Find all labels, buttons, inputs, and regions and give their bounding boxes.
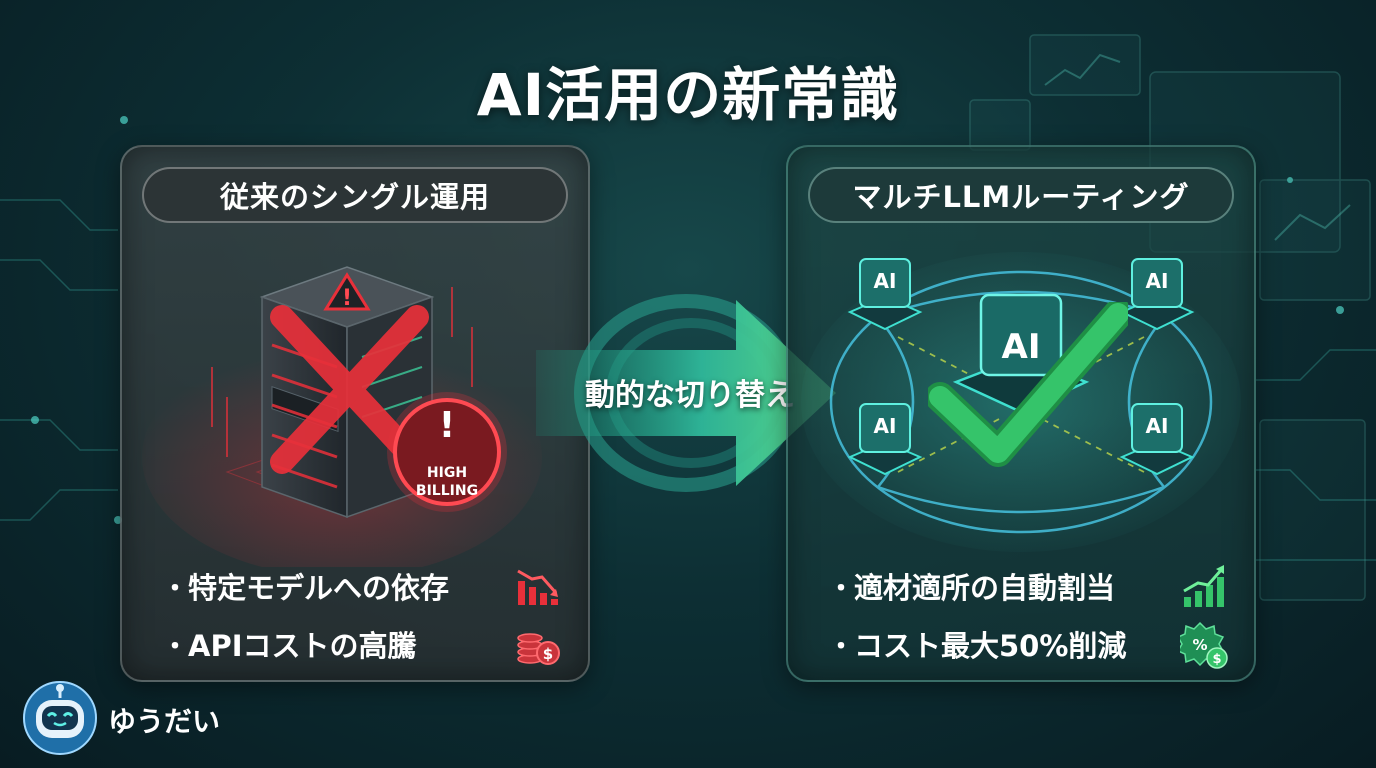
legacy-drawbacks-list: ・ 特定モデルへの依存 ・ APIコストの高騰 — [162, 557, 562, 673]
svg-text:!: ! — [342, 286, 352, 311]
list-item: ・ 特定モデルへの依存 — [162, 557, 562, 615]
growth-chart-icon — [1183, 565, 1224, 607]
dynamic-switching-label: 動的な切り替え — [585, 378, 795, 413]
benefit-label: 適材適所の自動割当 — [854, 571, 1116, 605]
svg-text:!: ! — [439, 405, 455, 446]
routing-panel-heading: マルチLLMルーティング — [808, 167, 1234, 223]
high-billing-badge-line2: BILLING — [415, 483, 479, 499]
ai-node — [847, 258, 923, 331]
multi-llm-routing-panel: マルチLLMルーティング AI A — [786, 145, 1256, 682]
drawback-label: APIコストの高騰 — [188, 629, 417, 663]
checkmark-icon — [928, 302, 1128, 467]
list-item: ・ APIコストの高騰 $ — [162, 615, 562, 673]
benefit-label: コスト最大50%削減 — [854, 629, 1127, 663]
high-billing-badge-line1: HIGH — [426, 465, 468, 481]
ai-node-label: AI — [1145, 414, 1169, 438]
ai-node — [1119, 258, 1195, 331]
legacy-single-operation-panel: 従来のシングル運用 — [120, 145, 590, 682]
author-name: ゆうだい — [108, 705, 221, 738]
ai-node-label: AI — [1145, 269, 1169, 293]
svg-text:%: % — [1192, 636, 1207, 654]
routing-benefits-list: ・ 適材適所の自動割当 ・ コスト最大50%削減 % $ — [828, 557, 1228, 673]
percent-discount-badge-icon: % $ — [1180, 621, 1228, 669]
failing-server-illustration: ! ! — [142, 266, 542, 567]
page-title: AI活用の新常識 — [476, 61, 900, 129]
declining-chart-icon — [517, 569, 558, 605]
robot-avatar-icon — [23, 681, 97, 755]
ai-node — [847, 403, 923, 476]
ai-node-label: AI — [873, 269, 897, 293]
drawback-label: 特定モデルへの依存 — [188, 571, 450, 605]
ai-node-label: AI — [873, 414, 897, 438]
list-item: ・ コスト最大50%削減 % $ — [828, 615, 1228, 673]
legacy-panel-heading: 従来のシングル運用 — [142, 167, 568, 223]
svg-text:$: $ — [543, 645, 553, 663]
svg-text:$: $ — [1212, 652, 1221, 667]
list-item: ・ 適材適所の自動割当 — [828, 557, 1228, 615]
ai-node — [1119, 403, 1195, 476]
coin-stack-dollar-icon: $ — [517, 633, 560, 665]
central-hub-label: AI — [1001, 327, 1041, 367]
